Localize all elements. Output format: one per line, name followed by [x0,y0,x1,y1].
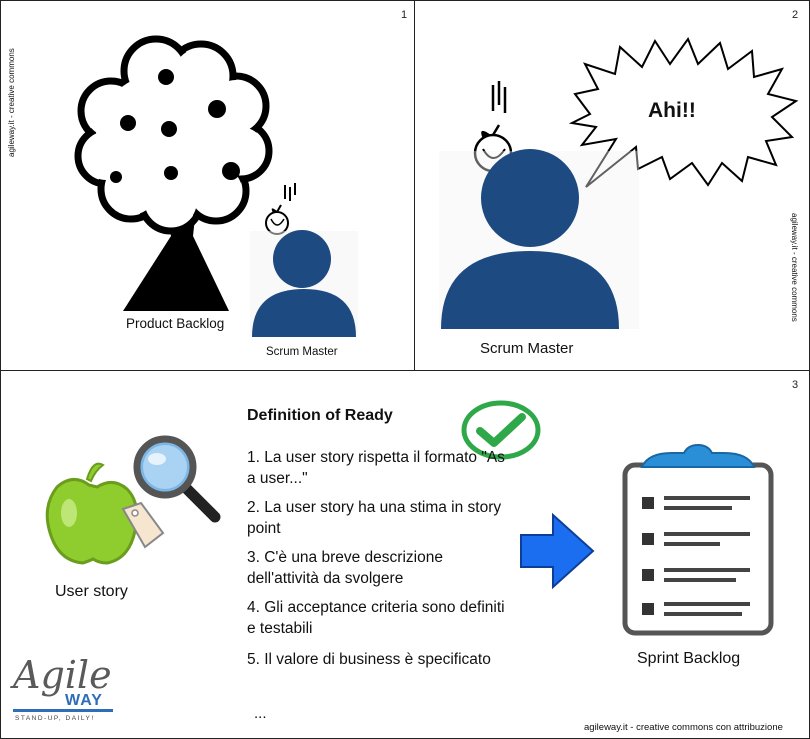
dor-item-2: 2. La user story ha una stima in story p… [247,499,502,537]
panel-3: 3 User story Agile WAY STAND-UP, DAILY! … [0,370,810,739]
panel-2: 2 agileway.it - creative commons Ahi!! S… [414,0,810,371]
panel-number: 1 [401,9,408,21]
agile-way-logo: Agile WAY STAND-UP, DAILY! [11,653,121,731]
dor-item-4: 4. Gli acceptance criteria sono definiti… [247,599,505,637]
dor-item-3: 3. C'è una breve descrizione dell'attivi… [247,549,443,587]
logo-underline [13,709,113,712]
credit-text: agileway.it - creative commons [7,48,16,157]
scrum-master-avatar [439,149,639,329]
scrum-master-label: Scrum Master [266,346,338,358]
dor-ellipsis: ... [254,705,267,722]
speech-text: Ahi!! [648,99,696,122]
panel-1: 1 agileway.it - creative commons [0,0,415,371]
speech-burst [568,36,799,188]
logo-word-way: WAY [65,692,103,709]
panel-number: 2 [792,9,799,21]
apple-icon [45,462,165,565]
credit-text: agileway.it - creative commons [790,213,799,322]
logo-word-agile: Agile [13,653,112,697]
scrum-master-label: Scrum Master [480,340,574,357]
scrum-master-avatar [250,230,358,337]
dor-title: Definition of Ready [247,407,393,424]
magnifier-icon [133,435,221,523]
tree-icon [74,35,273,311]
sprint-backlog-label: Sprint Backlog [637,650,741,667]
dor-item-1: 1. La user story rispetta il formato "As… [247,449,505,487]
dor-item-5: 5. Il valore di business è specificato [247,651,491,668]
panel-number: 3 [792,379,799,391]
check-icon [461,400,541,460]
arrow-right-icon [520,512,595,590]
logo-tagline: STAND-UP, DAILY! [15,715,95,722]
clipboard-icon [622,443,774,636]
product-backlog-label: Product Backlog [126,316,225,331]
user-story-label: User story [55,583,128,600]
footer-credit: agileway.it - creative commons con attri… [584,722,783,733]
